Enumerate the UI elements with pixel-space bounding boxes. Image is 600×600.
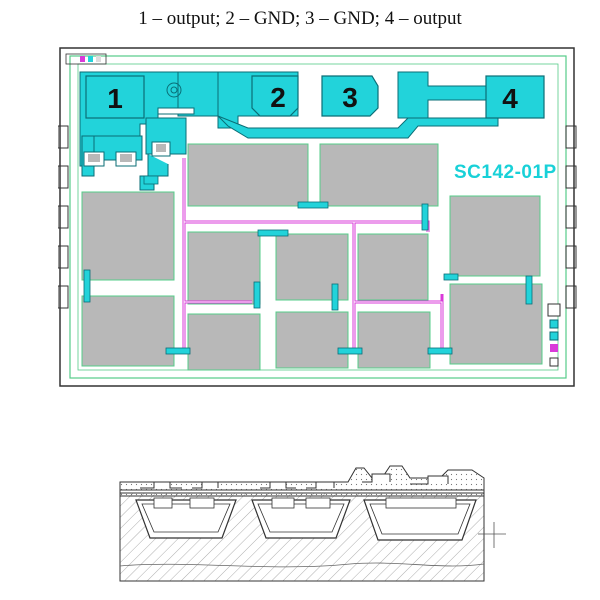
input-transistors: [83, 141, 171, 167]
pad-4-label: 4: [502, 83, 518, 114]
test-pads: [547, 303, 561, 367]
pad-1: 1: [85, 75, 145, 119]
dielectric-layer: [119, 465, 485, 497]
dimension-mark: [478, 522, 506, 548]
left-edge-marks: [58, 125, 69, 309]
contacts: [83, 175, 533, 355]
alignment-marks: [65, 53, 107, 65]
cell-array: [81, 143, 543, 371]
pad-2-label: 2: [270, 82, 286, 113]
pad-3-label: 3: [342, 82, 358, 113]
isolation-wells: [135, 499, 477, 541]
chip-label: SC142-01P: [454, 162, 557, 183]
cross-section-diagram: [119, 465, 506, 582]
test-structure: [157, 82, 195, 115]
pad-1-label: 1: [107, 83, 123, 114]
guard-ring-inner: [77, 63, 559, 371]
metal-contacts: [140, 473, 449, 489]
pad-3: 3: [321, 75, 379, 117]
substrate-break: [119, 562, 485, 568]
figure-caption: 1 – output; 2 – GND; 3 – GND; 4 – output: [138, 8, 462, 29]
pad-4: 4: [485, 75, 545, 119]
pad-2: 2: [251, 75, 299, 117]
chip-layout-diagram: 1 2 3 4: [58, 47, 577, 387]
device-regions: [153, 497, 457, 509]
right-edge-marks: [565, 125, 577, 309]
